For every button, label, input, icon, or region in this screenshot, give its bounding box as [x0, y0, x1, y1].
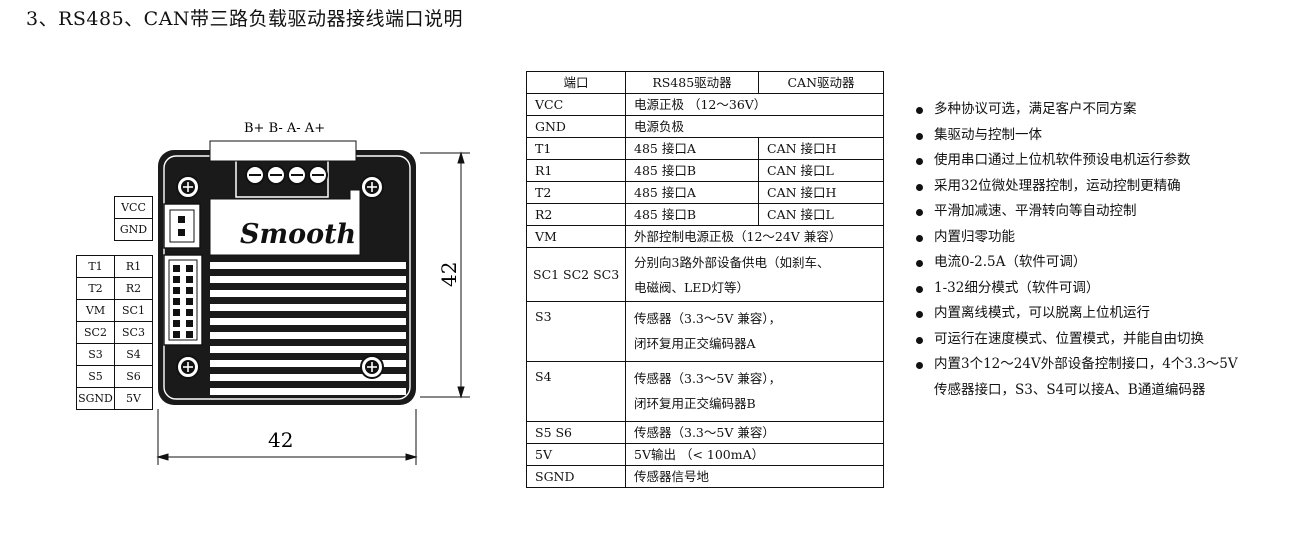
pin-label: R2 [114, 277, 153, 300]
pin-label: T2 [76, 277, 115, 300]
pin-label: S3 [76, 343, 115, 366]
power-connector-icon [163, 203, 201, 249]
feature-list: 多种协议可选，满足客户不同方案 集驱动与控制一体 使用串口通过上位机软件预设电机… [912, 97, 1238, 402]
terminal-labels: B+ B- A- A+ [244, 121, 325, 136]
list-item: 1-32细分模式（软件可调） [912, 276, 1238, 302]
pin-label: T1 [76, 255, 115, 278]
pin-label: SC2 [76, 321, 115, 344]
list-item: 使用串口通过上位机软件预设电机运行参数 [912, 148, 1238, 174]
width-value: 42 [268, 428, 293, 452]
pin-label: VM [76, 299, 115, 322]
pin-label: S5 [76, 365, 115, 388]
page-title: 3、RS485、CAN带三路负载驱动器接线端口说明 [26, 8, 464, 30]
table-row: SC1 SC2 SC3 分别向3路外部设备供电（如刹车、电磁阀、LED灯等） [526, 247, 884, 302]
pin-label: SC1 [114, 299, 153, 322]
list-item: 平滑加减速、平滑转向等自动控制 [912, 199, 1238, 225]
logo-text: Smooth [240, 219, 356, 250]
pin-label: SGND [76, 387, 115, 410]
header-rs485: RS485驱动器 [625, 71, 759, 94]
pin-label: S6 [114, 365, 153, 388]
terminal-connector-icon [209, 140, 357, 198]
driver-board-drawing: B+ B- A- A+ Smooth [156, 121, 470, 465]
pin-label: SC3 [114, 321, 153, 344]
width-dimension [156, 409, 418, 465]
height-dimension [420, 151, 470, 399]
pin-label: VCC [114, 196, 153, 219]
pin-label: R1 [114, 255, 153, 278]
list-item: 电流0-2.5A（软件可调） [912, 250, 1238, 276]
pin-label: 5V [114, 387, 153, 410]
list-item: 多种协议可选，满足客户不同方案 [912, 97, 1238, 123]
cooling-fins [210, 262, 406, 395]
table-row: S4 传感器（3.3～5V 兼容），闭环复用正交编码器B [526, 361, 884, 422]
pin-label: S4 [114, 343, 153, 366]
pin-label: GND [114, 218, 153, 241]
header-port: 端口 [526, 71, 626, 94]
list-item: 内置离线模式，可以脱离上位机运行 [912, 301, 1238, 327]
list-item: 可运行在速度模式、位置模式，并能自由切换 [912, 327, 1238, 353]
signal-header-icon [163, 254, 203, 346]
table-row: S3 传感器（3.3～5V 兼容），闭环复用正交编码器A [526, 301, 884, 362]
header-can: CAN驱动器 [758, 71, 884, 94]
list-item: 集驱动与控制一体 [912, 123, 1238, 149]
list-item: 采用32位微处理器控制，运动控制更精确 [912, 174, 1238, 200]
list-item: 内置归零功能 [912, 225, 1238, 251]
height-value: 42 [437, 262, 461, 287]
logo-panel [209, 189, 361, 256]
